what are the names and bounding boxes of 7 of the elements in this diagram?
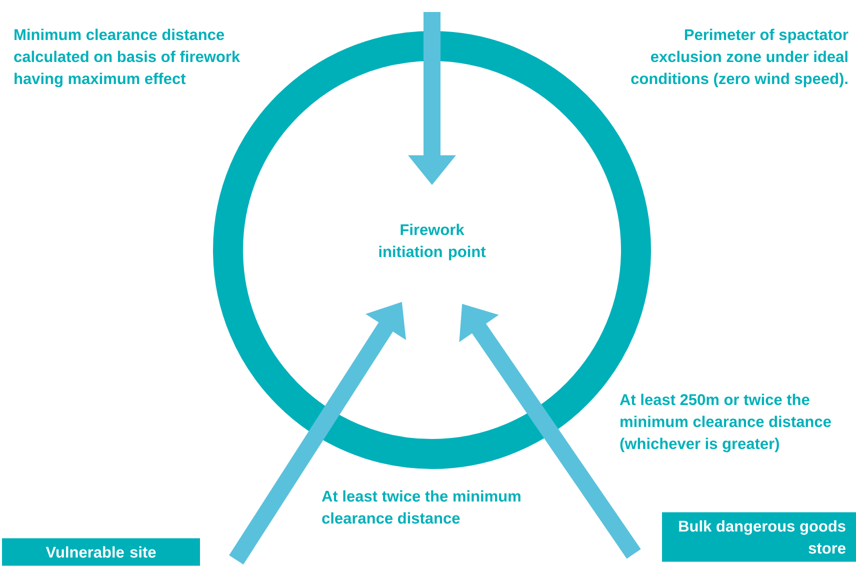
- edge-label: At least twice the minimum clearance distance: [322, 490, 520, 524]
- point-label: Firework initiation point: [379, 224, 486, 260]
- note-text: Perimeter of spactator exclusion zone under ideal conditions (zero wind speed).: [631, 28, 848, 88]
- note-text: Minimum clearance distance calculated on basis of firework having maximum effect: [14, 28, 240, 88]
- site-box: Vulnerable site: [2, 538, 200, 566]
- site-box: Bulk dangerous goods store: [662, 512, 856, 562]
- edge-label: At least 250m or twice the minimum clearance distance (whichever is greater): [620, 394, 831, 452]
